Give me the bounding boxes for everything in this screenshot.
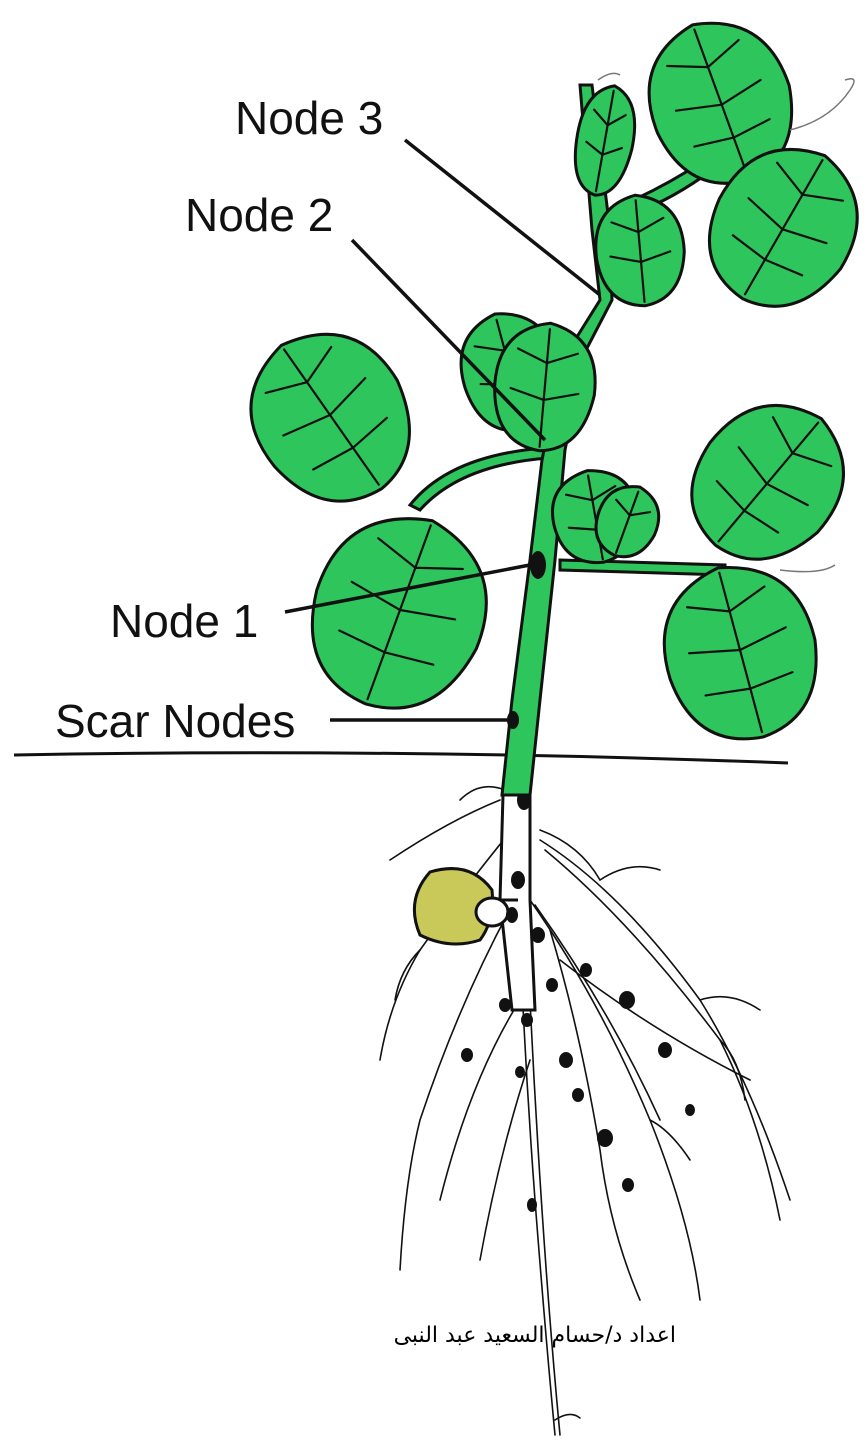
author-credit: اعداد د/حسام السعيد عبد النبى — [394, 1325, 676, 1347]
tendril — [790, 79, 854, 130]
soil-line — [14, 753, 788, 763]
leaf — [568, 81, 643, 200]
leaf — [220, 302, 444, 532]
leaf — [286, 492, 513, 733]
leaf — [645, 548, 835, 756]
node2-label: Node 2 — [185, 192, 333, 238]
leaf — [662, 374, 868, 590]
tendril — [598, 73, 620, 80]
scar-nodes-label: Scar Nodes — [55, 698, 295, 744]
node3-label: Node 3 — [235, 95, 383, 141]
node3-pointer — [405, 140, 600, 295]
tendril — [780, 565, 835, 572]
node1-label: Node 1 — [110, 598, 258, 644]
